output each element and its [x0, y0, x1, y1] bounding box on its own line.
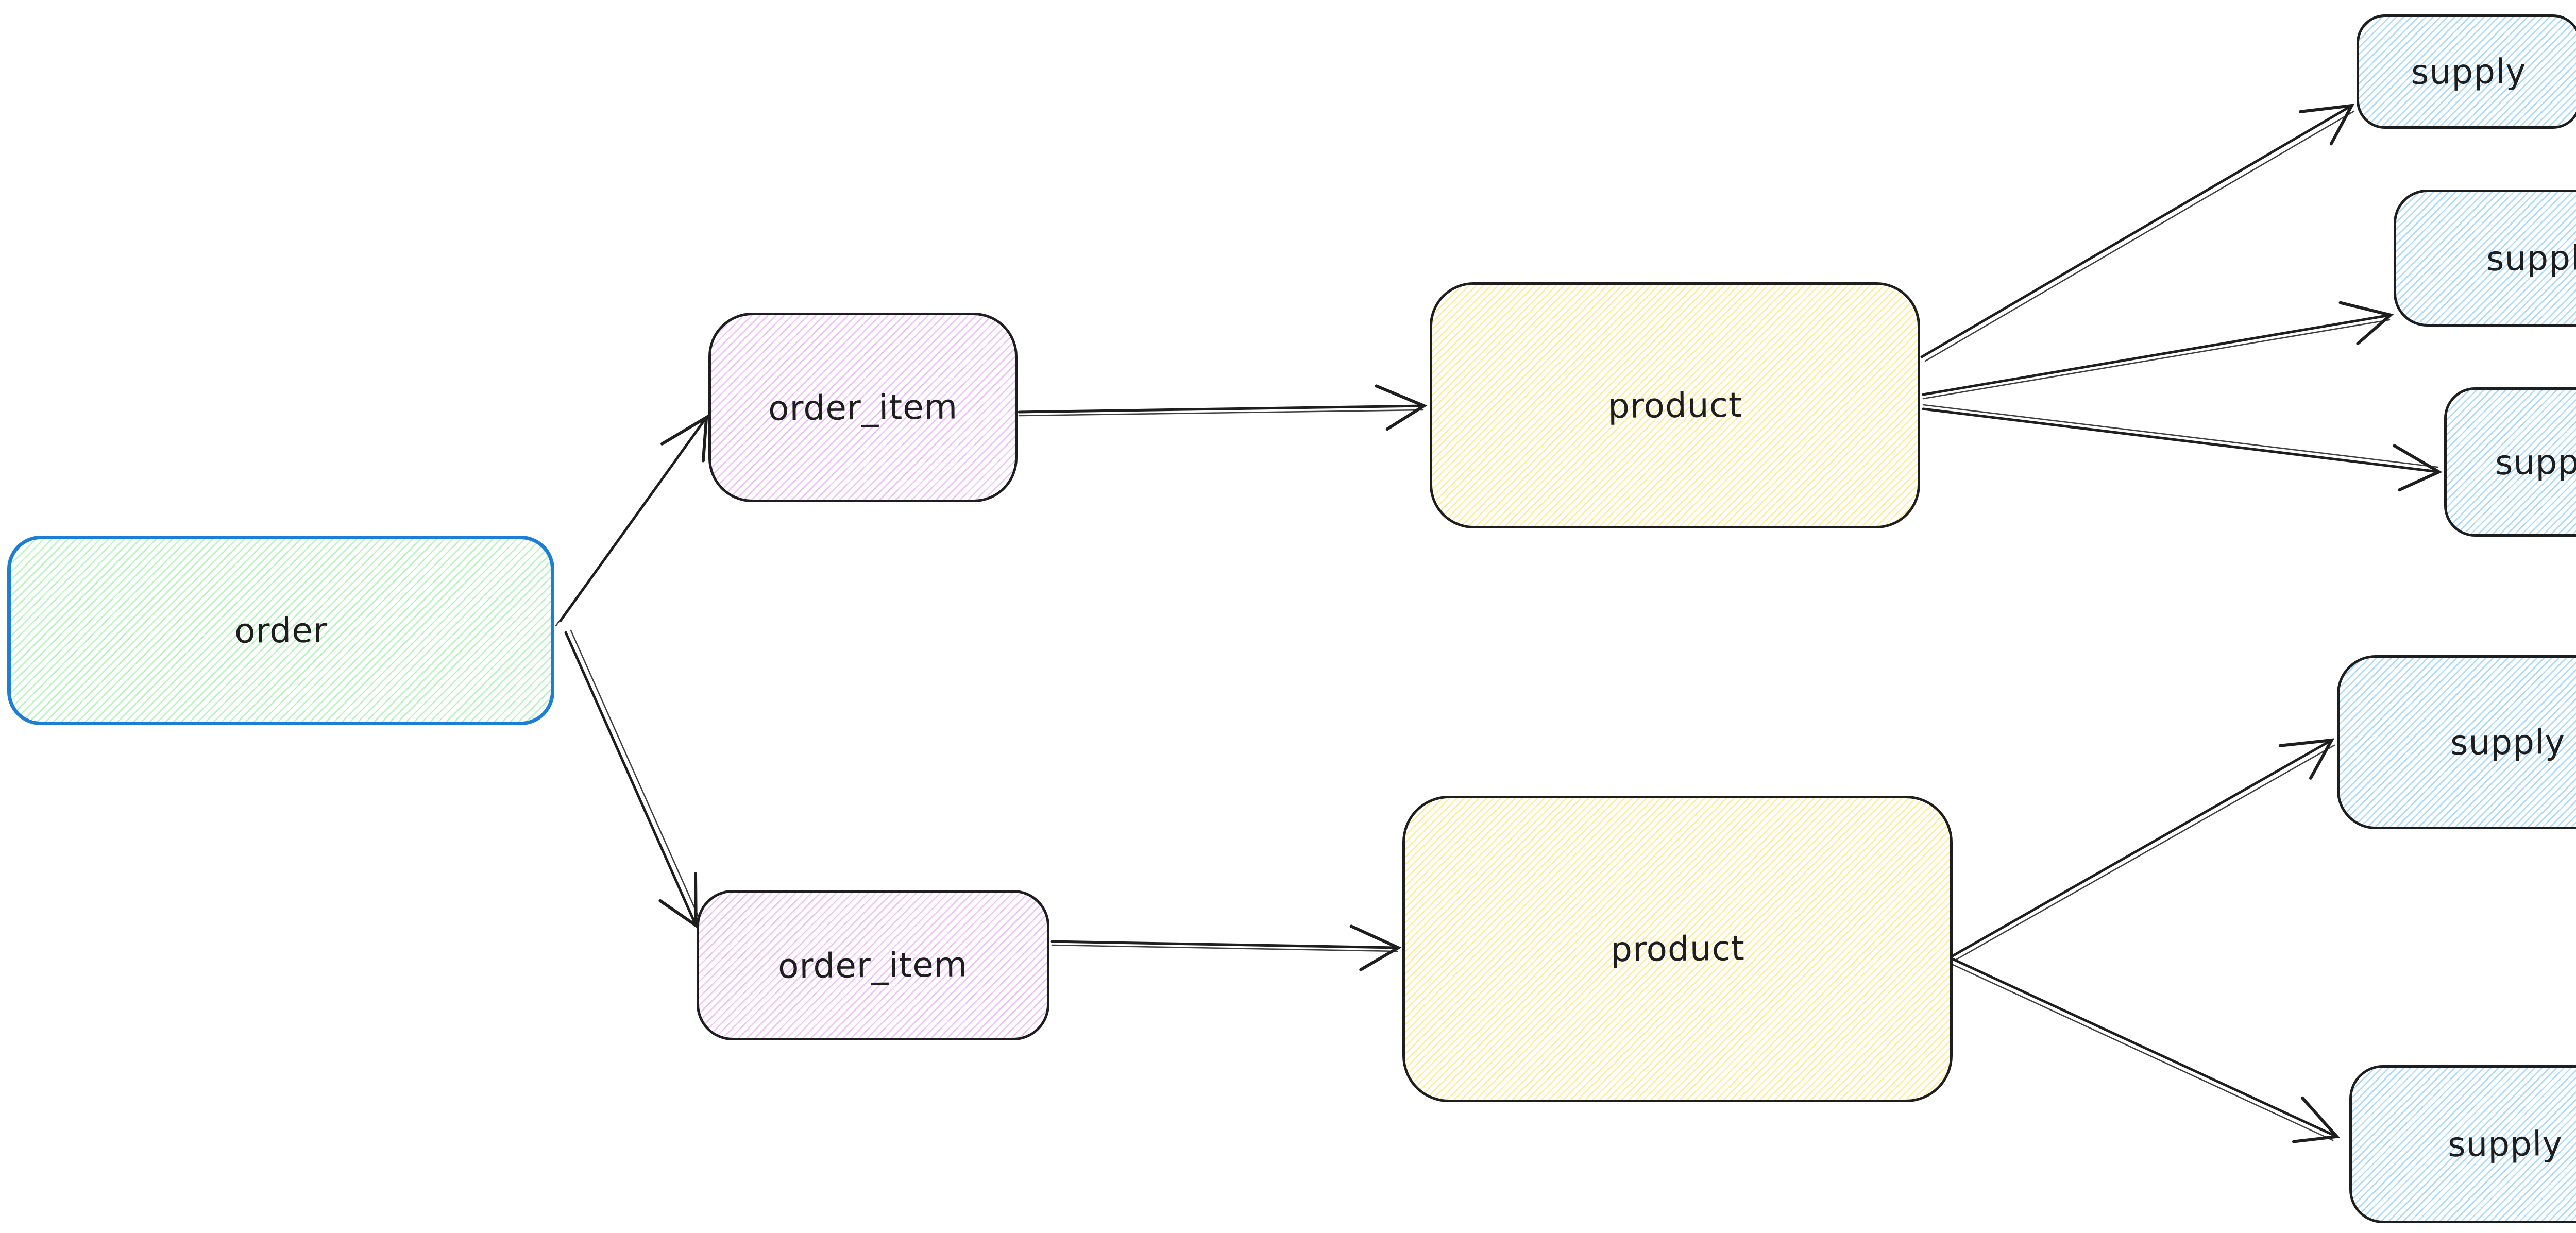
node-order-item-top[interactable]: order_item — [708, 313, 1018, 502]
edge-order-to-order-item-top[interactable] — [555, 414, 708, 627]
node-supply-5-label: supply — [2447, 1124, 2563, 1164]
edge-product-top-to-supply-3[interactable] — [1922, 404, 2443, 492]
node-supply-4[interactable]: supply — [2337, 655, 2576, 829]
node-supply-3[interactable]: supply — [2444, 387, 2576, 537]
node-order[interactable]: order — [7, 536, 554, 725]
edge-product-top-to-supply-2[interactable] — [1922, 301, 2394, 400]
edge-product-top-to-supply-1[interactable] — [1920, 104, 2355, 362]
node-product-bottom[interactable]: product — [1402, 796, 1953, 1102]
node-supply-1[interactable]: supply — [2357, 14, 2576, 129]
node-order-item-bottom-label: order_item — [778, 944, 968, 986]
node-supply-2[interactable]: supply — [2394, 190, 2576, 327]
node-supply-5[interactable]: supply — [2349, 1065, 2576, 1223]
node-order-item-bottom[interactable]: order_item — [697, 890, 1049, 1040]
node-product-top[interactable]: product — [1430, 282, 1920, 528]
node-product-bottom-label: product — [1610, 928, 1745, 970]
edge-order-item-top-to-product-top[interactable] — [1018, 384, 1428, 431]
node-supply-2-label: supply — [2486, 237, 2576, 279]
edge-product-bottom-to-supply-4[interactable] — [1951, 738, 2335, 961]
node-supply-3-label: supply — [2495, 441, 2576, 483]
node-product-top-label: product — [1607, 385, 1742, 426]
edge-product-bottom-to-supply-5[interactable] — [1948, 957, 2340, 1143]
edge-order-item-bottom-to-product-bottom[interactable] — [1050, 924, 1402, 971]
edge-order-to-order-item-bottom[interactable] — [564, 629, 701, 929]
node-supply-4-label: supply — [2450, 722, 2566, 763]
node-supply-1-label: supply — [2411, 51, 2527, 92]
node-order-item-top-label: order_item — [768, 386, 958, 429]
node-order-label: order — [234, 610, 328, 651]
